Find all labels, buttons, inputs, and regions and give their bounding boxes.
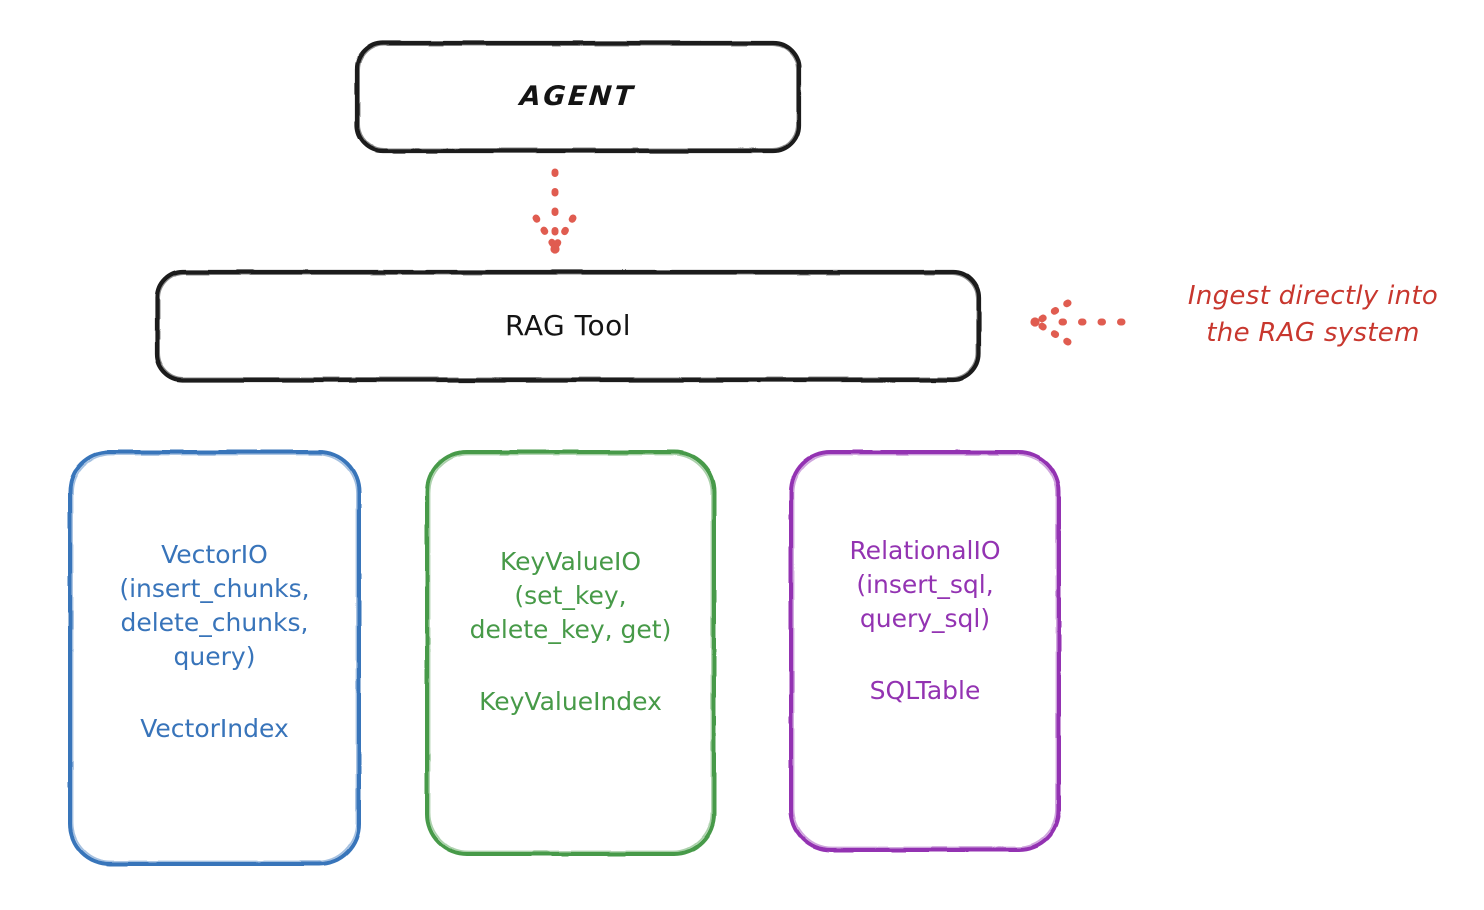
agent-label: AGENT bbox=[519, 81, 637, 113]
relational-io-box-outline bbox=[789, 450, 1061, 852]
sql-table-label: SQLTable bbox=[869, 675, 981, 705]
ingest-arrow-connector bbox=[1030, 299, 1126, 346]
vector-io-box-outline bbox=[68, 450, 361, 866]
vector-io-label: VectorIO (insert_chunks, delete_chunks, … bbox=[119, 539, 310, 671]
agent-box-outline bbox=[354, 40, 802, 154]
agent-to-rag-tool-connector bbox=[532, 168, 577, 254]
vector-io-node[interactable]: VectorIO (insert_chunks, delete_chunks, … bbox=[68, 450, 361, 866]
relational-io-node[interactable]: RelationalIO (insert_sql, query_sql) SQL… bbox=[789, 450, 1061, 852]
rag-tool-box-outline bbox=[154, 269, 982, 383]
ingest-annotation-text: Ingest directly into the RAG system bbox=[1187, 281, 1439, 348]
rag-tool-node[interactable]: RAG Tool bbox=[155, 270, 981, 382]
key-value-index-label: KeyValueIndex bbox=[479, 686, 662, 716]
vector-index-label: VectorIndex bbox=[140, 713, 289, 743]
key-value-io-node[interactable]: KeyValueIO (set_key, delete_key, get) Ke… bbox=[425, 450, 716, 856]
rag-tool-label: RAG Tool bbox=[505, 308, 631, 342]
key-value-io-label: KeyValueIO (set_key, delete_key, get) bbox=[469, 546, 672, 644]
key-value-io-box-outline bbox=[425, 450, 716, 856]
relational-io-label: RelationalIO (insert_sql, query_sql) bbox=[849, 535, 1001, 633]
agent-node[interactable]: AGENT bbox=[355, 41, 801, 153]
